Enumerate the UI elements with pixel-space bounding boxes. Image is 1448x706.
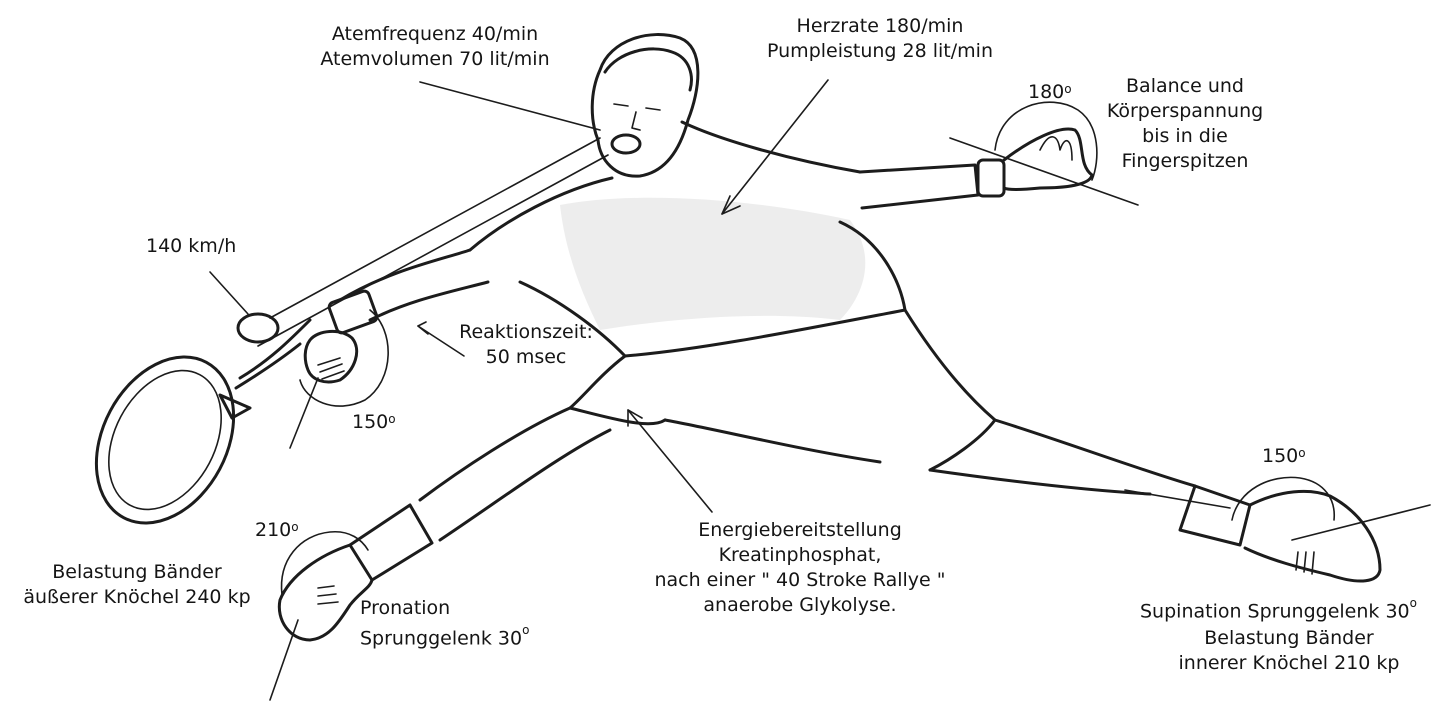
right-ankle-line-1: Belastung Bänder — [1166, 626, 1412, 651]
shorts-right — [905, 310, 995, 470]
hair — [605, 49, 691, 90]
degree-sign-pronation: o — [522, 623, 529, 637]
shirt-shading — [560, 198, 865, 330]
energy-line-2: Kreatinphosphat, — [630, 543, 970, 568]
left-leg-lower — [440, 430, 610, 540]
right-ankle-line-2: innerer Knöchel 210 kp — [1166, 651, 1412, 676]
breathing-label: Atemfrequenz 40/min Atemvolumen 70 lit/m… — [305, 22, 565, 72]
pronation-line-2: Sprunggelenk 30 — [360, 627, 522, 649]
breathing-rate-text: Atemfrequenz 40/min — [305, 22, 565, 47]
balance-line-2: Körperspannung — [1095, 99, 1275, 124]
right-wristband — [978, 160, 1004, 196]
right-sock — [1180, 486, 1250, 545]
energy-line-4: anaerobe Glykolyse. — [630, 593, 970, 618]
energy-label: Energiebereitstellung Kreatinphosphat, n… — [630, 518, 970, 618]
balance-line-4: Fingerspitzen — [1095, 149, 1275, 174]
left-wristband — [328, 290, 378, 334]
left-arm-lower — [370, 282, 488, 320]
angle-hand-value: 180 — [1028, 81, 1064, 103]
balance-label: Balance und Körperspannung bis in die Fi… — [1095, 74, 1275, 174]
left-ankle-label: Belastung Bänder äußerer Knöchel 240 kp — [6, 560, 268, 610]
pointer-reaction-arrow — [418, 322, 428, 334]
heart-pump-text: Pumpleistung 28 lit/min — [745, 39, 1015, 64]
pronation-label: Pronation Sprunggelenk 30o — [360, 596, 529, 651]
supination-text: Supination Sprunggelenk 30 — [1140, 600, 1410, 622]
racket-head — [69, 333, 261, 547]
left-foot-angle-line — [270, 620, 298, 700]
pointer-heart — [722, 80, 828, 214]
reaction-line-1: Reaktionszeit: — [446, 320, 606, 345]
angle-right-foot-value: 150 — [1262, 445, 1298, 467]
angle-left-foot-label: 210o — [255, 518, 299, 543]
pointer-ball-speed — [210, 272, 248, 314]
right-leg-upper — [930, 470, 1150, 494]
shorts-bottom — [665, 420, 880, 462]
eyes — [614, 104, 660, 110]
left-leg-upper — [420, 408, 570, 500]
reaction-label: Reaktionszeit: 50 msec — [446, 320, 606, 370]
degree-sign-right-foot: o — [1298, 446, 1305, 460]
nose — [632, 112, 640, 130]
mouth — [612, 135, 640, 153]
ball-speed-label: 140 km/h — [146, 234, 236, 259]
degree-sign-left-foot: o — [291, 520, 298, 534]
right-leg-lower — [995, 420, 1195, 486]
degree-sign-hand: o — [1064, 82, 1071, 96]
racket-head-inner — [86, 351, 244, 529]
angle-wrist-value: 150 — [352, 411, 388, 433]
degree-sign-wrist: o — [388, 412, 395, 426]
right-ankle-label: Belastung Bänder innerer Knöchel 210 kp — [1166, 626, 1412, 676]
left-hand — [305, 331, 356, 382]
heart-label: Herzrate 180/min Pumpleistung 28 lit/min — [745, 14, 1015, 64]
pointer-breathing — [420, 82, 600, 130]
balance-line-3: bis in die — [1095, 124, 1275, 149]
shoulder-right — [682, 122, 860, 172]
left-ankle-line-1: Belastung Bänder — [6, 560, 268, 585]
left-ankle-line-2: äußerer Knöchel 240 kp — [6, 585, 268, 610]
right-foot-angle-line — [1292, 505, 1430, 540]
pronation-line-1: Pronation — [360, 596, 529, 621]
heart-rate-text: Herzrate 180/min — [745, 14, 1015, 39]
right-arm-upper — [860, 165, 978, 208]
reaction-line-2: 50 msec — [446, 345, 606, 370]
breathing-volume-text: Atemvolumen 70 lit/min — [305, 47, 565, 72]
racket-shaft — [236, 320, 310, 388]
degree-sign-supination: o — [1410, 596, 1417, 610]
fingers — [1040, 137, 1072, 160]
angle-left-foot-value: 210 — [255, 519, 291, 541]
energy-line-1: Energiebereitstellung — [630, 518, 970, 543]
balance-line-1: Balance und — [1095, 74, 1275, 99]
left-shoe-stripes — [318, 586, 338, 604]
ball-trajectory — [258, 138, 608, 346]
supination-label: Supination Sprunggelenk 30o — [1140, 594, 1417, 624]
angle-right-foot-label: 150o — [1262, 444, 1306, 469]
angle-hand-label: 180o — [1028, 80, 1072, 105]
grip-lines — [318, 358, 344, 379]
ball-speed-text: 140 km/h — [146, 234, 236, 259]
energy-line-3: nach einer " 40 Stroke Rallye " — [630, 568, 970, 593]
angle-wrist-label: 150o — [352, 410, 396, 435]
